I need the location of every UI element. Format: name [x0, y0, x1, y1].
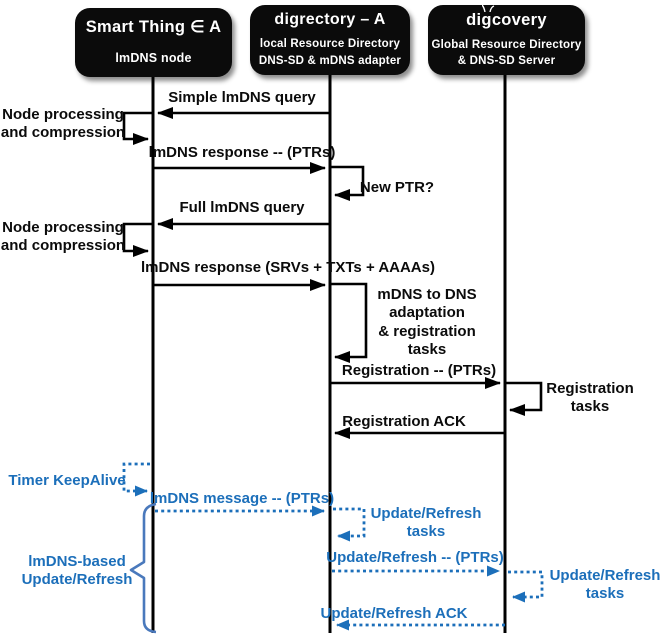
- message-label-new-ptr: New PTR?: [359, 179, 435, 196]
- selfloop-node-processing-2: [122, 222, 153, 257]
- message-label-full-lmdns-query: Full lmDNS query: [179, 199, 305, 216]
- selfloop-update-refresh-tasks-right: [508, 570, 544, 603]
- actor-smart-thing: Smart Thing ∈ A lmDNS node: [75, 8, 232, 77]
- message-label-update-refresh-ack: Update/Refresh ACK: [320, 605, 468, 622]
- digcovery-wordmark-g: g: [481, 10, 492, 29]
- message-label-lmdns-response-srvs: lmDNS response (SRVs + TXTs + AAAAs): [141, 259, 435, 276]
- actor-digcovery-subtitle-line1: Global Resource Directory: [431, 38, 582, 51]
- actor-digrectory-title: digrectory – A: [274, 11, 386, 29]
- message-label-timer-keepalive: Timer KeepAlive: [8, 472, 126, 489]
- digcovery-wordmark-post: covery: [491, 10, 547, 29]
- selfloop-new-ptr: [330, 165, 365, 201]
- message-label-simple-lmdns-query: Simple lmDNS query: [168, 89, 316, 106]
- actor-smart-thing-subtitle: lmDNS node: [115, 51, 192, 66]
- message-label-lmdns-based-update: lmDNS-based Update/Refresh: [21, 553, 133, 589]
- actor-smart-thing-title: Smart Thing ∈ A: [85, 18, 222, 37]
- actor-digrectory: digrectory – A local Resource Directory …: [250, 5, 410, 75]
- message-label-lmdns-response-ptrs: lmDNS response -- (PTRs): [148, 144, 336, 161]
- actor-digrectory-subtitle-line2: DNS-SD & mDNS adapter: [258, 54, 402, 67]
- actor-digcovery-subtitle-line2: & DNS-SD Server: [457, 55, 556, 67]
- bug-antennae-icon: [482, 4, 495, 12]
- selfloop-registration-tasks: [505, 381, 543, 416]
- message-label-update-refresh-ptrs: Update/Refresh -- (PTRs): [326, 549, 504, 566]
- selfloop-node-processing-1: [122, 111, 153, 145]
- message-label-registration-tasks: Registration tasks: [546, 380, 634, 416]
- selfloop-update-refresh-tasks-mid: [333, 507, 366, 542]
- message-label-lmdns-message-ptrs: lmDNS message -- (PTRs): [149, 490, 335, 507]
- actor-digrectory-subtitle-line1: local Resource Directory: [259, 38, 401, 51]
- message-label-registration-ptrs: Registration -- (PTRs): [341, 362, 497, 379]
- selfloop-timer-keepalive: [122, 462, 150, 497]
- message-label-mdns-adaptation: mDNS to DNS adaptation & registration ta…: [377, 286, 477, 358]
- actor-digcovery-subtitle: Global Resource Directory & DNS-SD Serve…: [431, 37, 581, 69]
- digcovery-bug-glyph: g: [481, 4, 495, 30]
- message-label-update-refresh-tasks-mid: Update/Refresh tasks: [370, 505, 482, 541]
- message-label-registration-ack: Registration ACK: [342, 413, 466, 430]
- actor-digrectory-subtitle: local Resource Directory DNS-SD & mDNS a…: [259, 36, 401, 68]
- digcovery-wordmark-pre: di: [466, 10, 482, 29]
- bracket-lmdns-based-update: [129, 502, 157, 634]
- message-label-update-refresh-tasks-right: Update/Refresh tasks: [549, 567, 661, 603]
- selfloop-mdns-adaptation: [330, 282, 368, 363]
- message-label-node-processing-2: Node processing and compression: [0, 219, 126, 255]
- message-label-node-processing-1: Node processing and compression: [0, 106, 126, 142]
